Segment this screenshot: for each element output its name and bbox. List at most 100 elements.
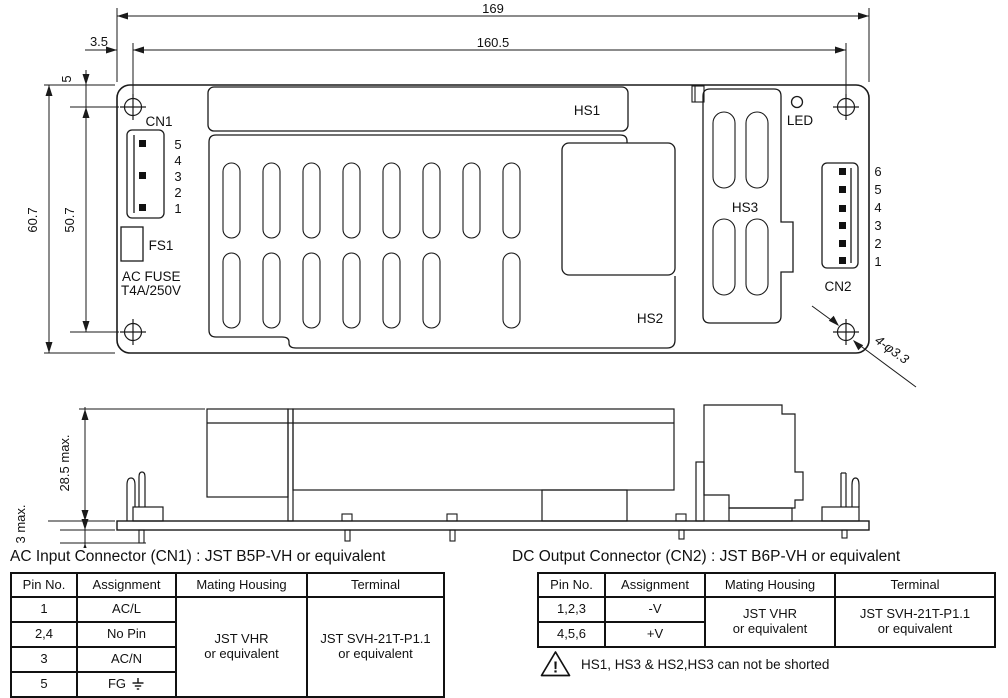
dim-top-offset: 5 <box>59 74 90 85</box>
ac-col-terminal: Terminal <box>306 572 445 598</box>
ac-table-title: AC Input Connector (CN1) : JST B5P-VH or… <box>10 548 386 565</box>
fs1-label: FS1 <box>149 238 174 253</box>
hs1-heatsink <box>207 86 629 132</box>
vent-slots-top-row <box>222 162 521 239</box>
dc-col-pin: Pin No. <box>537 572 606 598</box>
svg-text:3: 3 <box>874 218 881 233</box>
table-row: 4,5,6 +V <box>537 621 995 648</box>
ac-col-pin: Pin No. <box>10 572 78 598</box>
ac-housing-cell: JST VHR or equivalent <box>175 596 308 698</box>
table-row: 5 FG <box>10 671 444 698</box>
dc-pin-2: 4,5,6 <box>537 621 606 648</box>
dim-hole-height: 50.7 <box>62 70 119 333</box>
dim-hole-width: 160.5 <box>132 35 847 96</box>
mounting-hole-bottom-right <box>833 319 859 345</box>
cn1-side-profile <box>126 471 164 522</box>
table-row: 3 AC/N <box>10 646 444 673</box>
fs1-fuse <box>120 226 144 262</box>
top-view: 169 160.5 3.5 60.7 <box>25 1 917 388</box>
dc-col-assign: Assignment <box>604 572 706 598</box>
dim-3-5: 3.5 <box>90 34 108 49</box>
table-row: 1,2,3 -V JST VHR or equivalent JST SVH-2… <box>537 596 996 648</box>
svg-text:3: 3 <box>174 169 181 184</box>
dc-pin-1: 1,2,3 <box>537 596 606 623</box>
ac-col-assign: Assignment <box>76 572 177 598</box>
component-profiles <box>206 408 675 522</box>
ac-header-row: Pin No. Assignment Mating Housing Termin… <box>10 572 445 598</box>
ac-pin-4: 5 <box>10 671 78 698</box>
fuse-rating-line1: AC FUSE <box>122 269 181 284</box>
component-block <box>561 142 676 276</box>
dim-169: 169 <box>482 1 504 16</box>
cn2-side-profile <box>821 472 860 522</box>
cn2-connector <box>821 162 859 269</box>
ac-pin-2: 2,4 <box>10 621 78 648</box>
dim-50-7: 50.7 <box>62 207 77 232</box>
svg-text:1: 1 <box>874 254 881 269</box>
ac-pin-1: 1 <box>10 596 78 623</box>
ac-terminal-cell: JST SVH-21T-P1.1 or equivalent <box>306 596 445 698</box>
cn2-pin-numbers: 6 5 4 3 2 1 <box>874 164 881 269</box>
dc-header-row: Pin No. Assignment Mating Housing Termin… <box>537 572 996 598</box>
dc-terminal-cell: JST SVH-21T-P1.1 or equivalent <box>834 596 996 648</box>
dim-3-max: 3 max. <box>13 504 28 543</box>
dim-60-7: 60.7 <box>25 207 40 232</box>
dc-col-terminal: Terminal <box>834 572 996 598</box>
fuse-rating-line2: T4A/250V <box>121 283 181 298</box>
warning-text: HS1, HS3 & HS2,HS3 can not be shorted <box>581 656 830 672</box>
hs2-label: HS2 <box>637 311 663 326</box>
table-row: 2,4 No Pin <box>10 621 444 648</box>
svg-text:2: 2 <box>174 185 181 200</box>
ac-pin-3: 3 <box>10 646 78 673</box>
led-label: LED <box>787 113 814 128</box>
mounting-hole-bottom-left <box>120 319 146 345</box>
warning-triangle-icon: ! <box>540 651 571 677</box>
dim-4-phi-3-3: 4-φ3.3 <box>872 332 912 367</box>
standoffs <box>341 513 687 522</box>
holes-diameter-callout: 4-φ3.3 <box>811 305 917 388</box>
svg-text:2: 2 <box>874 236 881 251</box>
hs1-label: HS1 <box>574 103 600 118</box>
dc-table-title: DC Output Connector (CN2) : JST B6P-VH o… <box>512 548 901 565</box>
cn1-connector <box>126 129 165 219</box>
dim-edge-offset: 3.5 <box>85 34 153 54</box>
pcb-plate <box>116 520 870 531</box>
ac-assign-3: AC/N <box>76 646 177 673</box>
dc-assign-1: -V <box>604 596 706 623</box>
hs3-heatsink <box>702 88 794 324</box>
side-view: 28.5 max. 3 max. <box>13 404 870 548</box>
ac-assign-1: AC/L <box>76 596 177 623</box>
ac-input-table: Pin No. Assignment Mating Housing Termin… <box>10 572 445 698</box>
cn2-label: CN2 <box>824 279 851 294</box>
svg-text:!: ! <box>553 660 558 677</box>
cn1-pin-numbers: 5 4 3 2 1 <box>174 137 181 216</box>
dim-total-height: 60.7 <box>25 84 115 354</box>
dim-height-max: 28.5 max. <box>48 407 205 548</box>
pins-below-plate <box>138 529 848 544</box>
svg-text:4: 4 <box>874 200 881 215</box>
dc-assign-2: +V <box>604 621 706 648</box>
svg-text:1: 1 <box>174 201 181 216</box>
board-outline <box>116 84 870 354</box>
mounting-hole-top-left <box>120 94 146 120</box>
hs3-side-profile <box>695 404 804 522</box>
dim-total-width: 169 <box>116 1 870 82</box>
hs3-label: HS3 <box>732 200 758 215</box>
dc-housing-cell: JST VHR or equivalent <box>704 596 836 648</box>
hs3-slots <box>712 111 769 296</box>
svg-text:5: 5 <box>174 137 181 152</box>
cn1-label: CN1 <box>145 114 172 129</box>
ac-col-housing: Mating Housing <box>175 572 308 598</box>
dim-5: 5 <box>59 75 74 82</box>
mechanical-drawing: 169 160.5 3.5 60.7 <box>13 1 917 548</box>
earth-ground-icon <box>132 678 144 690</box>
vent-slots-bottom-row <box>222 252 521 329</box>
dim-160-5: 160.5 <box>477 35 510 50</box>
table-row: 1 AC/L JST VHR or equivalent JST SVH-21T… <box>10 596 445 698</box>
svg-text:5: 5 <box>874 182 881 197</box>
dc-output-table: Pin No. Assignment Mating Housing Termin… <box>537 572 996 648</box>
ac-assign-4: FG <box>76 671 177 698</box>
led-indicator <box>790 95 804 109</box>
main-component-region <box>208 134 676 349</box>
svg-text:4: 4 <box>174 153 181 168</box>
